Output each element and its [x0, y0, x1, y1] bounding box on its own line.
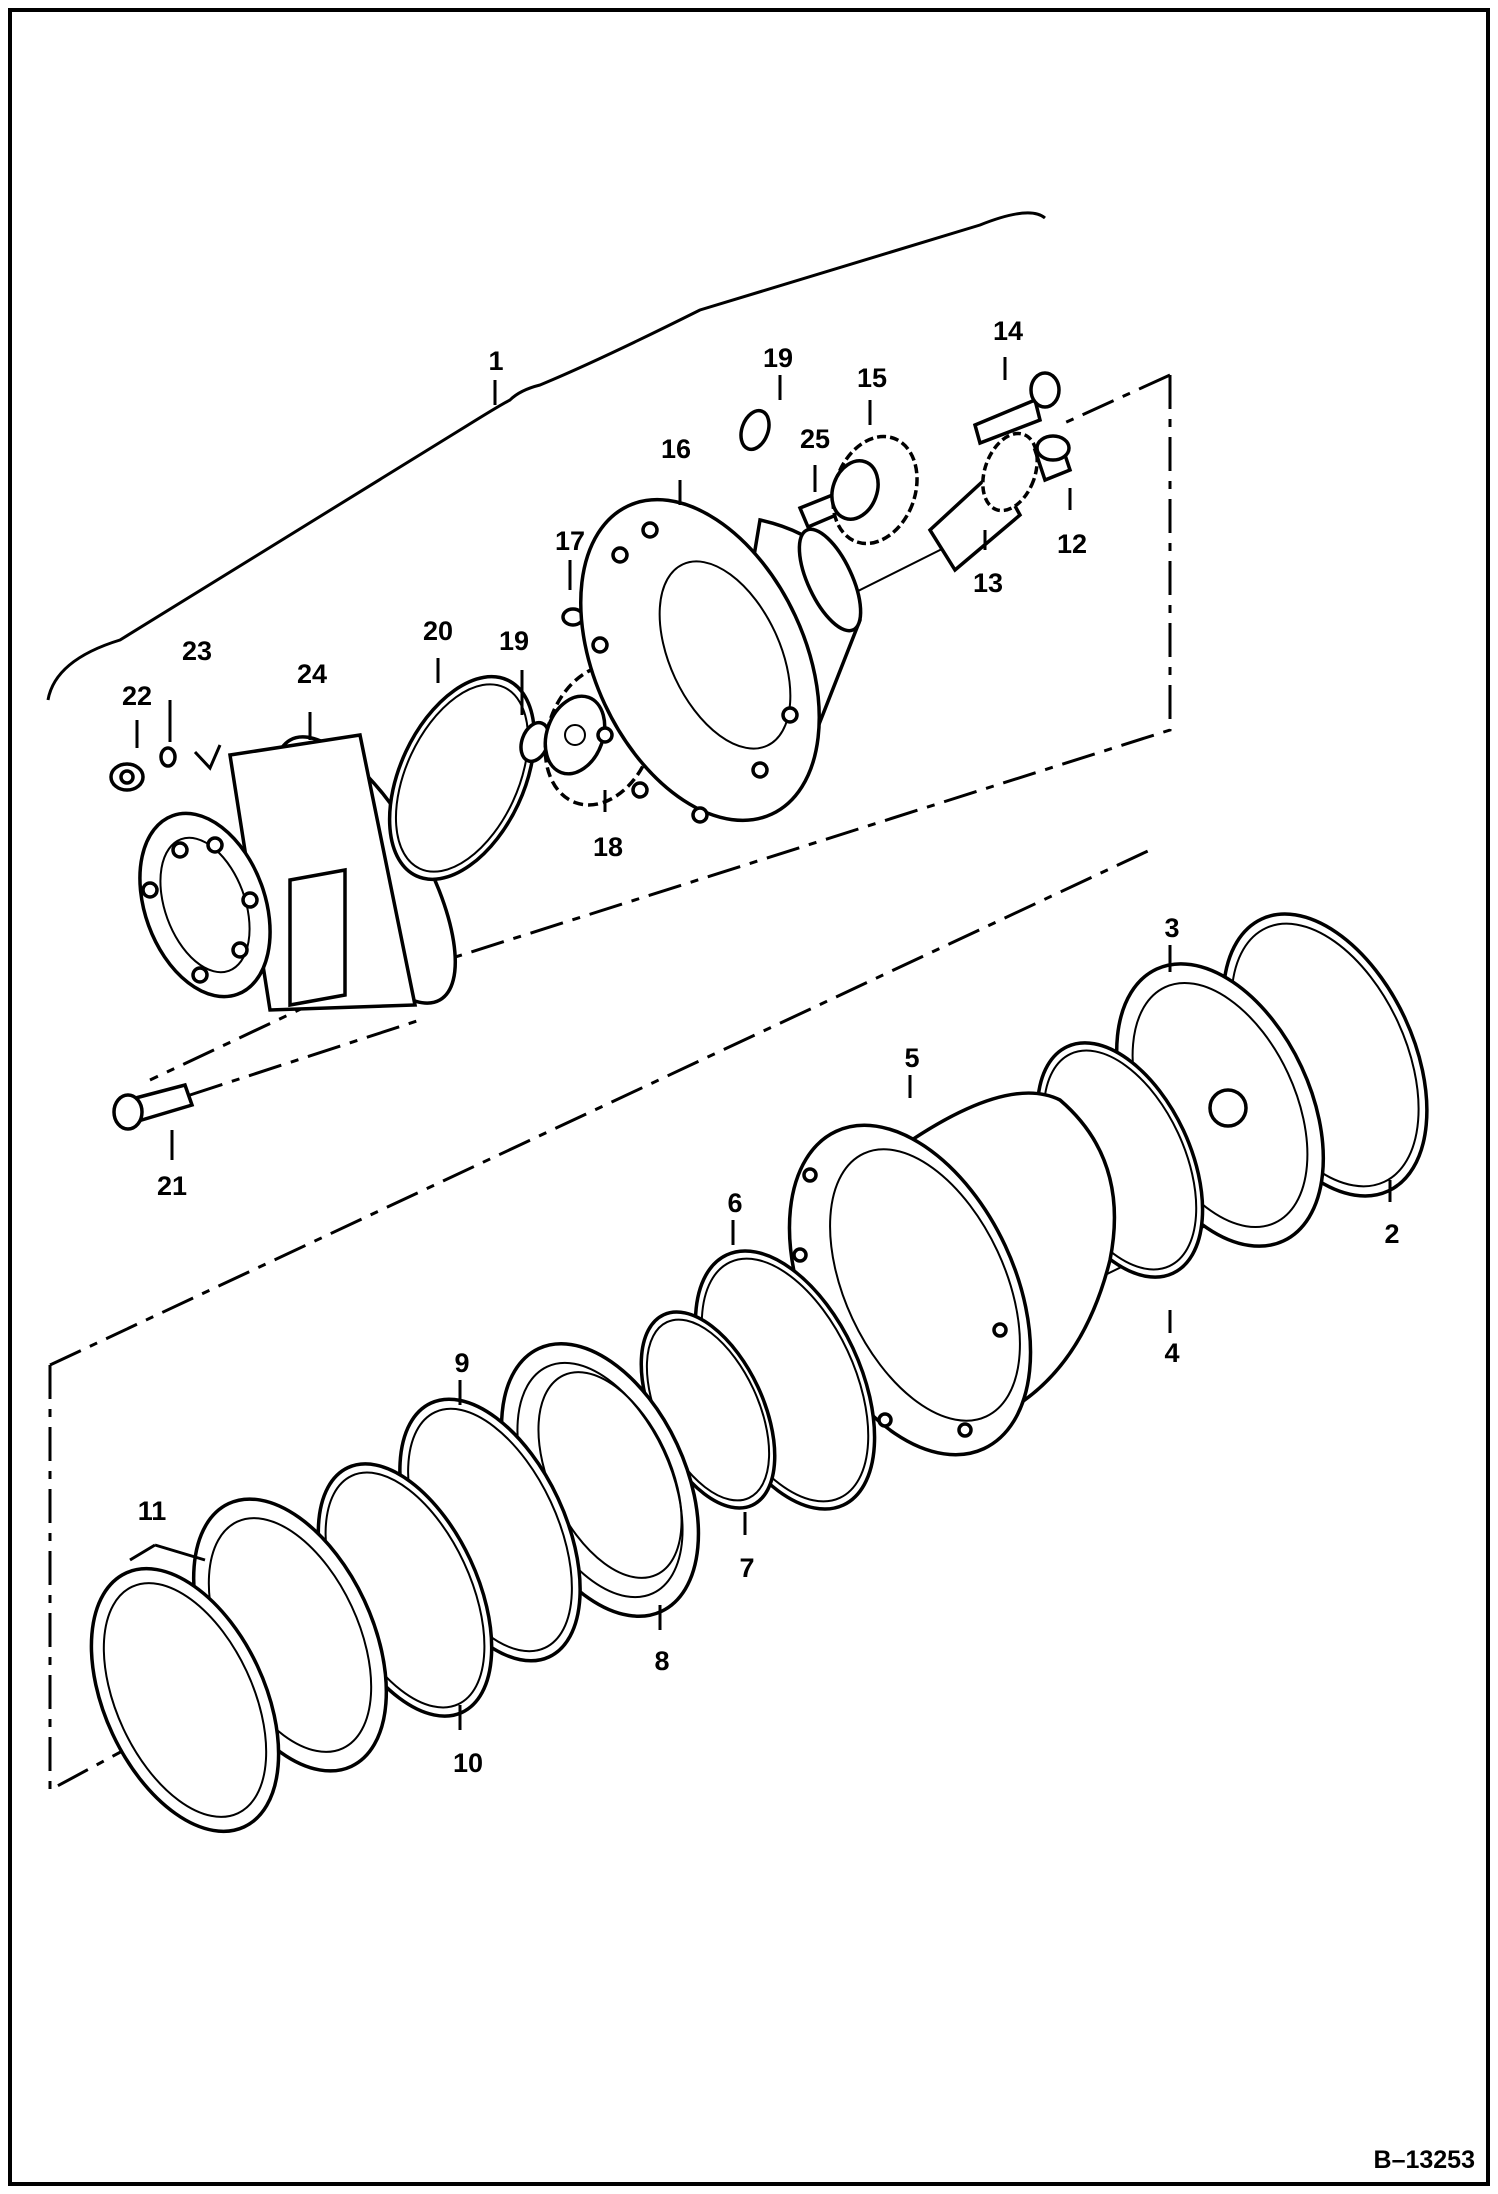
callout-10: 10 [453, 1748, 483, 1778]
item13-shaft [927, 431, 1039, 573]
leader-lines [129, 357, 1392, 1730]
callout-18: 18 [593, 832, 623, 862]
centerline-upper-top [1059, 373, 1171, 427]
callout-11: 11 [138, 1496, 167, 1526]
item14-bolt [972, 371, 1061, 446]
item11-seal-set [89, 1497, 389, 1834]
callout-3: 3 [1164, 913, 1179, 943]
callout-24: 24 [297, 659, 327, 689]
callout-labels: 1 2 3 4 5 6 7 8 9 10 11 12 13 14 15 16 1… [122, 316, 1400, 1778]
callout-14: 14 [993, 316, 1023, 346]
callout-20: 20 [423, 616, 453, 646]
page-border [8, 8, 1490, 2186]
item22-bolt-head [109, 762, 145, 792]
item21-bolt [112, 1082, 195, 1131]
centerline-bolt21 [189, 1018, 421, 1097]
callout-21: 21 [157, 1171, 187, 1201]
reference-number: B–13253 [1374, 2146, 1475, 2174]
callout-5: 5 [904, 1043, 919, 1073]
callout-17: 17 [555, 526, 585, 556]
callout-13: 13 [973, 568, 1003, 598]
callout-25: 25 [800, 424, 830, 454]
item12-plug [1032, 434, 1073, 483]
callout-15: 15 [857, 363, 887, 393]
callout-23: 23 [182, 636, 212, 666]
callout-1: 1 [488, 346, 503, 376]
callout-16: 16 [661, 434, 691, 464]
callout-2: 2 [1384, 1219, 1399, 1249]
assembly-brace [46, 211, 1046, 701]
callout-19-upper: 19 [763, 343, 793, 373]
item15-gear [830, 434, 919, 546]
callout-22: 22 [122, 681, 152, 711]
callout-9: 9 [454, 1348, 469, 1378]
callout-8: 8 [654, 1646, 669, 1676]
item19-ring-upper [739, 408, 771, 452]
item16-carrier-hub [579, 497, 863, 824]
callout-19-lower: 19 [499, 626, 529, 656]
motor-housing-part [138, 733, 458, 1012]
callout-6: 6 [727, 1188, 742, 1218]
callout-4: 4 [1164, 1338, 1179, 1368]
callout-7: 7 [739, 1553, 754, 1583]
centerline-link [49, 848, 1151, 1367]
item23-washer [159, 746, 177, 768]
callout-12: 12 [1057, 529, 1087, 559]
